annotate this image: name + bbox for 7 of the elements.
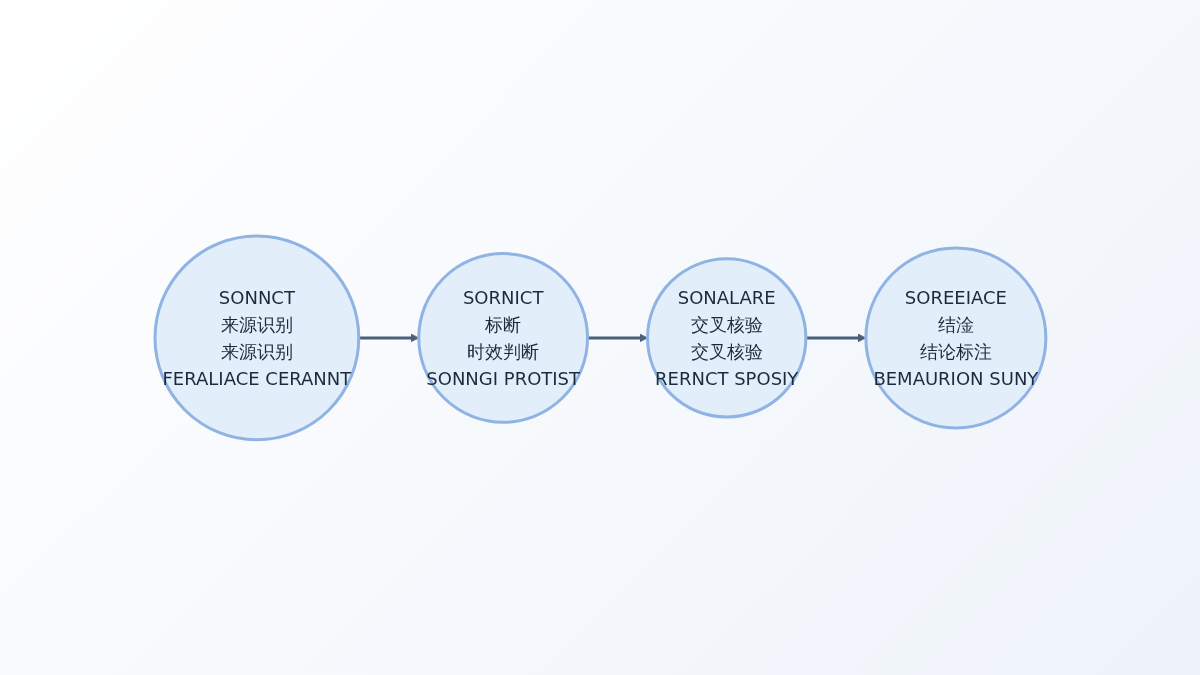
arrow (587, 333, 648, 342)
node-circle: SONALARE 交叉核验 交叉核验 RERNCT SPOSIY (645, 256, 807, 419)
node-circle: SOREEIACE 结淦 结论标注 BEMAURION SUNY (863, 246, 1047, 429)
arrow (358, 333, 419, 342)
arrow (805, 333, 866, 342)
node-circle: SORNICT 标断 时效判断 SONNGI PROTIST (416, 251, 589, 424)
node-circle: SONNCT 来源识别 来源识别 FERALIACE CERANNT (153, 234, 360, 441)
